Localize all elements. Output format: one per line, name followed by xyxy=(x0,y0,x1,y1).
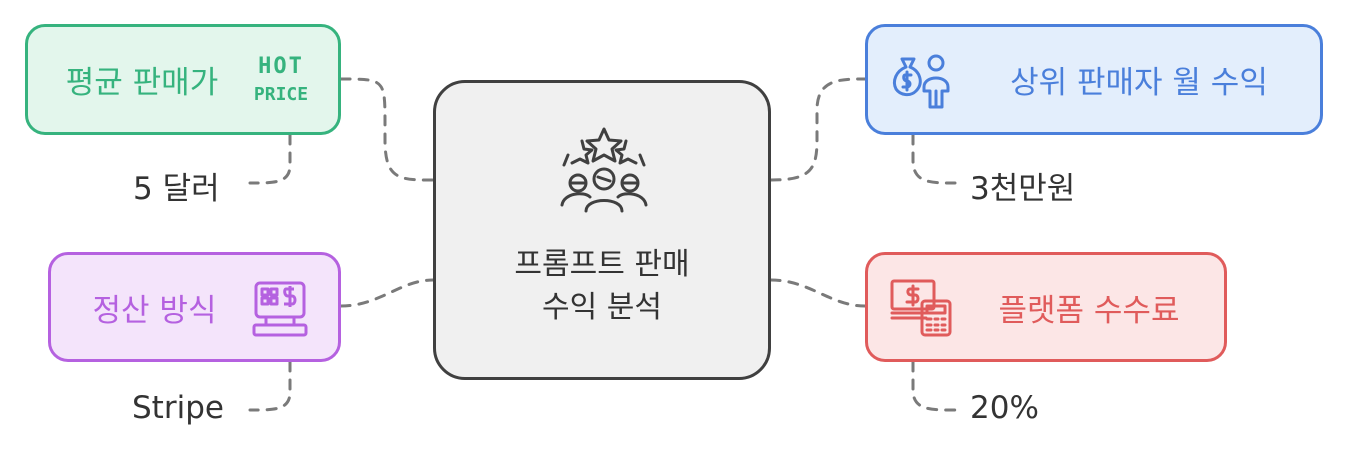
avg-price-value: 5 달러 xyxy=(133,171,220,207)
top-seller-node: 상위 판매자 월 수익 xyxy=(865,24,1323,135)
connector-settlement xyxy=(339,278,435,308)
platform-fee-label: 플랫폼 수수료 xyxy=(998,292,1180,329)
settlement-node: 정산 방식 xyxy=(48,252,341,362)
connector-platform-fee xyxy=(769,278,867,308)
center-node: 프롬프트 판매 수익 분석 xyxy=(433,80,771,380)
connector-settlement-value xyxy=(248,360,292,412)
settlement-value: Stripe xyxy=(132,390,224,426)
connector-top-seller xyxy=(769,77,867,182)
stars-group-icon xyxy=(560,127,648,213)
settlement-label: 정산 방식 xyxy=(92,292,217,329)
avg-price-node: 평균 판매가 HOT PRICE xyxy=(25,24,341,135)
center-title-line1: 프롬프트 판매 xyxy=(514,247,690,282)
hot-price-icon-top: HOT xyxy=(258,54,304,79)
center-title-line2: 수익 분석 xyxy=(542,290,662,325)
connector-avg-price-value xyxy=(248,133,292,185)
pos-terminal-icon xyxy=(252,281,308,337)
connector-platform-fee-value xyxy=(911,360,957,412)
top-seller-value: 3천만원 xyxy=(970,171,1076,207)
platform-fee-value: 20% xyxy=(970,390,1039,426)
top-seller-label: 상위 판매자 월 수익 xyxy=(1010,65,1268,101)
hot-price-icon-bottom: PRICE xyxy=(253,84,309,105)
center-title: 프롬프트 판매 수익 분석 xyxy=(436,243,768,329)
avg-price-label: 평균 판매가 xyxy=(65,65,219,101)
platform-fee-node: 플랫폼 수수료 xyxy=(865,252,1227,362)
money-bag-person-icon xyxy=(892,54,950,109)
connector-top-seller-value xyxy=(911,133,957,185)
hot-price-icon: HOT PRICE xyxy=(246,53,316,109)
connector-avg-price xyxy=(339,77,435,182)
money-calculator-icon xyxy=(890,279,952,337)
